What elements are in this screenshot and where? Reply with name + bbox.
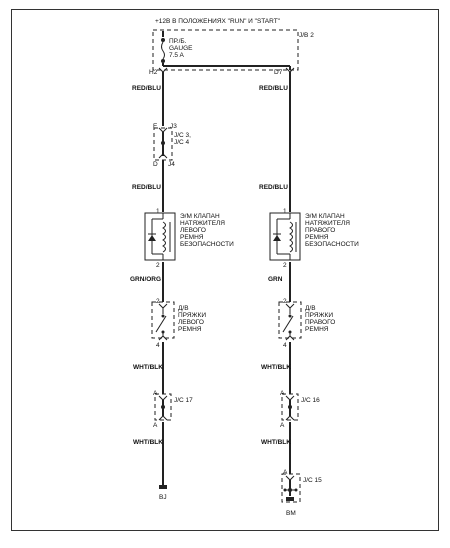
right-ground-label: BM [286, 510, 296, 517]
left-solenoid-box [144, 212, 176, 261]
right-jc16-label: J/C 16 [301, 397, 320, 404]
fuse-label-3: 7.5 A [169, 52, 184, 59]
left-jc17-block [154, 393, 172, 421]
left-wire-5-label: WHT/BLK [133, 439, 163, 446]
left-solenoid-pin-bot: 2 [156, 262, 160, 269]
right-solenoid-label-1: Э/М КЛАПАН [305, 213, 345, 220]
right-switch-label-1: Д/В [305, 305, 316, 312]
page-frame [11, 9, 439, 531]
right-wire-5-label: WHT/BLK [261, 439, 291, 446]
right-coil-icon [289, 221, 293, 253]
left-switch-label-2: ПРЯЖКИ [178, 312, 206, 319]
left-switch-pin-top: 2 [156, 298, 160, 305]
left-wire-2-label: RED/BLU [132, 184, 161, 191]
left-wire-3-label: GRN/ORG [130, 276, 161, 283]
left-wire-4-label: WHT/BLK [133, 364, 163, 371]
supply-header: +12В В ПОЛОЖЕНИЯХ "RUN" И "START" [155, 18, 281, 25]
left-switch-label-4: РЕМНЯ [178, 326, 202, 333]
left-solenoid-label-3: ЛЕВОГО [180, 227, 206, 234]
left-switch-box [151, 301, 175, 339]
left-ground-label: BJ [159, 494, 167, 501]
right-switch-pin-bot: 4 [283, 342, 287, 349]
left-jc17-pin-bot: A [153, 422, 158, 429]
right-switch-contact-icon [282, 315, 294, 333]
left-solenoid-pin-top: 1 [156, 208, 160, 215]
left-switch-label-3: ЛЕВОГО [178, 319, 204, 326]
junction-block-label: J/B 2 [299, 32, 314, 39]
left-solenoid-label-2: НАТЯЖИТЕЛЯ [180, 220, 225, 227]
right-jc15-pin-top: A [283, 469, 288, 476]
right-solenoid-pin-bot: 2 [283, 262, 287, 269]
right-switch-box [278, 301, 302, 339]
right-solenoid-label-2: НАТЯЖИТЕЛЯ [305, 220, 350, 227]
left-jc3-bot-pin: D [153, 161, 158, 168]
junction-block-top [152, 29, 299, 71]
left-jc3-top-conn: J3 [170, 123, 177, 130]
left-switch-pin-bot: 4 [156, 342, 160, 349]
fuse-icon [161, 38, 165, 42]
left-jc3-top-pin: E [153, 123, 158, 130]
right-switch-pin-top: 2 [283, 298, 287, 305]
right-switch-label-2: ПРЯЖКИ [305, 312, 333, 319]
right-wire-4-label: WHT/BLK [261, 364, 291, 371]
left-ground-icon [159, 485, 167, 489]
left-jc17-label: J/C 17 [174, 397, 193, 404]
right-jc15-block [281, 473, 301, 503]
pin-h2: H2 [149, 69, 158, 76]
right-wire-2-label: RED/BLU [259, 184, 288, 191]
fuse-label-2: GAUGE [169, 45, 193, 52]
right-solenoid-label-3: ПРАВОГО [305, 227, 335, 234]
fuse-label-1: ПР./Б. [169, 38, 187, 45]
left-coil-icon [162, 221, 166, 253]
right-solenoid-pin-top: 1 [283, 208, 287, 215]
left-switch-label-1: Д/В [178, 305, 189, 312]
right-solenoid-label-5: БЕЗОПАСНОСТИ [305, 241, 359, 248]
right-ground-icon [286, 497, 294, 501]
left-jc3-bot-conn: J4 [168, 161, 175, 168]
right-jc16-block [281, 393, 299, 421]
right-diode-icon [273, 235, 281, 241]
right-jc15-label: J/C 15 [303, 477, 322, 484]
right-jc16-pin-bot: A [280, 422, 285, 429]
left-switch-contact-icon [155, 315, 167, 333]
left-jc3-label-1: J/C 3, [174, 132, 191, 139]
left-solenoid-label-5: БЕЗОПАСНОСТИ [180, 241, 234, 248]
right-wire-1-label: RED/BLU [259, 85, 288, 92]
right-switch-label-4: РЕМНЯ [305, 326, 329, 333]
pin-d7: D7 [274, 69, 283, 76]
right-wire-3-label: GRN [268, 276, 283, 283]
left-solenoid-label-1: Э/М КЛАПАН [180, 213, 220, 220]
fuse-element [161, 41, 165, 60]
left-solenoid-label-4: РЕМНЯ [180, 234, 204, 241]
right-switch-label-3: ПРАВОГО [305, 319, 335, 326]
left-wire-1-label: RED/BLU [132, 85, 161, 92]
left-diode-icon [148, 235, 156, 241]
right-solenoid-label-4: РЕМНЯ [305, 234, 329, 241]
left-jc3-label-2: J/C 4 [174, 139, 190, 146]
right-solenoid-box [269, 212, 301, 261]
